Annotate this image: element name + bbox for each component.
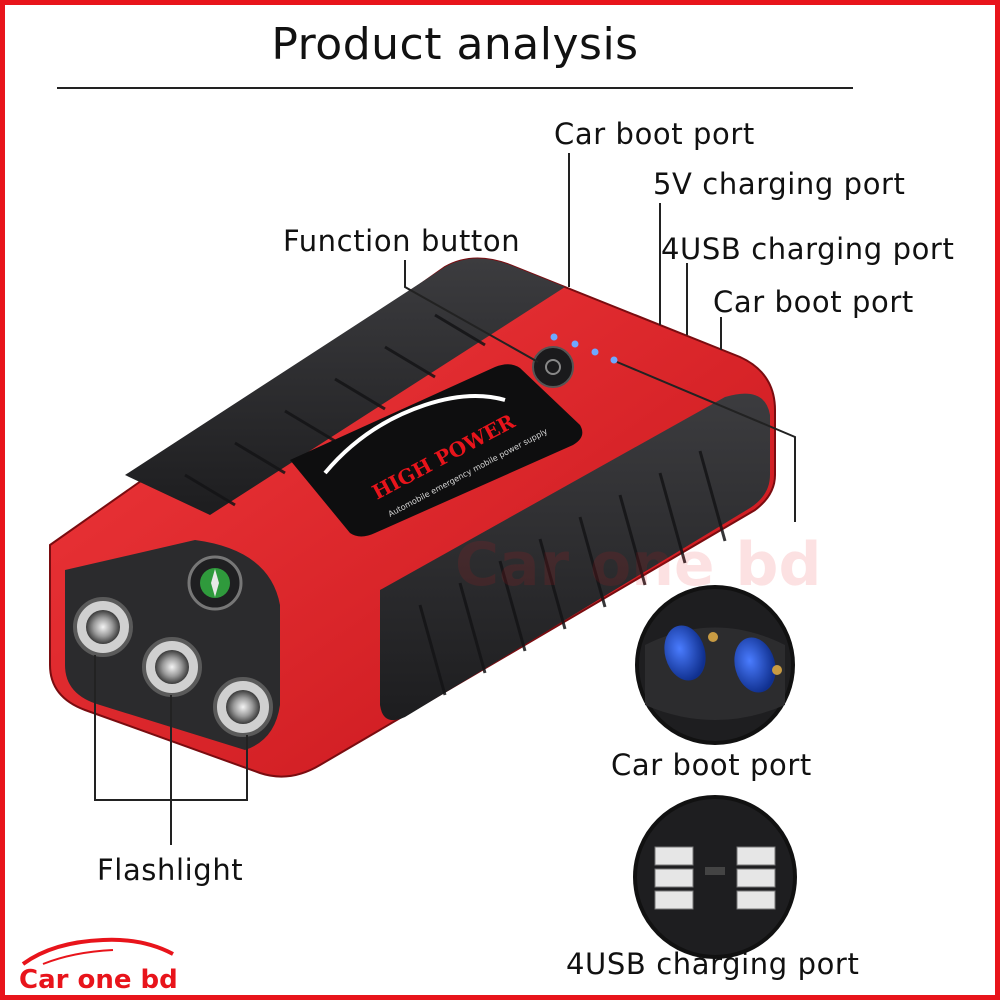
label-5v-charging-port: 5V charging port [653,167,906,201]
label-car-boot-port-top: Car boot port [554,117,755,151]
usb-port-inset [633,795,797,959]
function-button-shape [532,346,574,388]
brand-label-panel [290,364,583,537]
leader-function-button [404,260,539,363]
indicator-led [571,340,579,348]
title-underline [57,87,853,89]
label-function-button: Function button [283,224,521,258]
label-car-boot-port-inset: Car boot port [611,748,812,782]
flashlight-leds [73,597,273,737]
indicator-led [610,356,618,364]
label-car-boot-port-right: Car boot port [713,285,914,319]
rubber-grip-side [380,393,770,721]
brand-logo: Car one bd [13,930,213,995]
page-title: Product analysis [271,19,639,70]
label-4usb-charging-port-inset: 4USB charging port [566,947,860,981]
label-flashlight: Flashlight [97,853,244,887]
logo-text: Car one bd [19,965,178,995]
car-outline [323,394,506,475]
indicator-led [591,348,599,356]
rubber-grip-top [125,258,565,515]
product-illustration: HIGH POWER Automobile emergency mobile p… [49,153,821,959]
indicator-led [550,333,558,341]
leader-led [616,361,796,522]
label-4usb-charging-port-top: 4USB charging port [661,232,955,266]
watermark: Car one bd [455,530,821,600]
car-logo-icon [21,937,174,966]
